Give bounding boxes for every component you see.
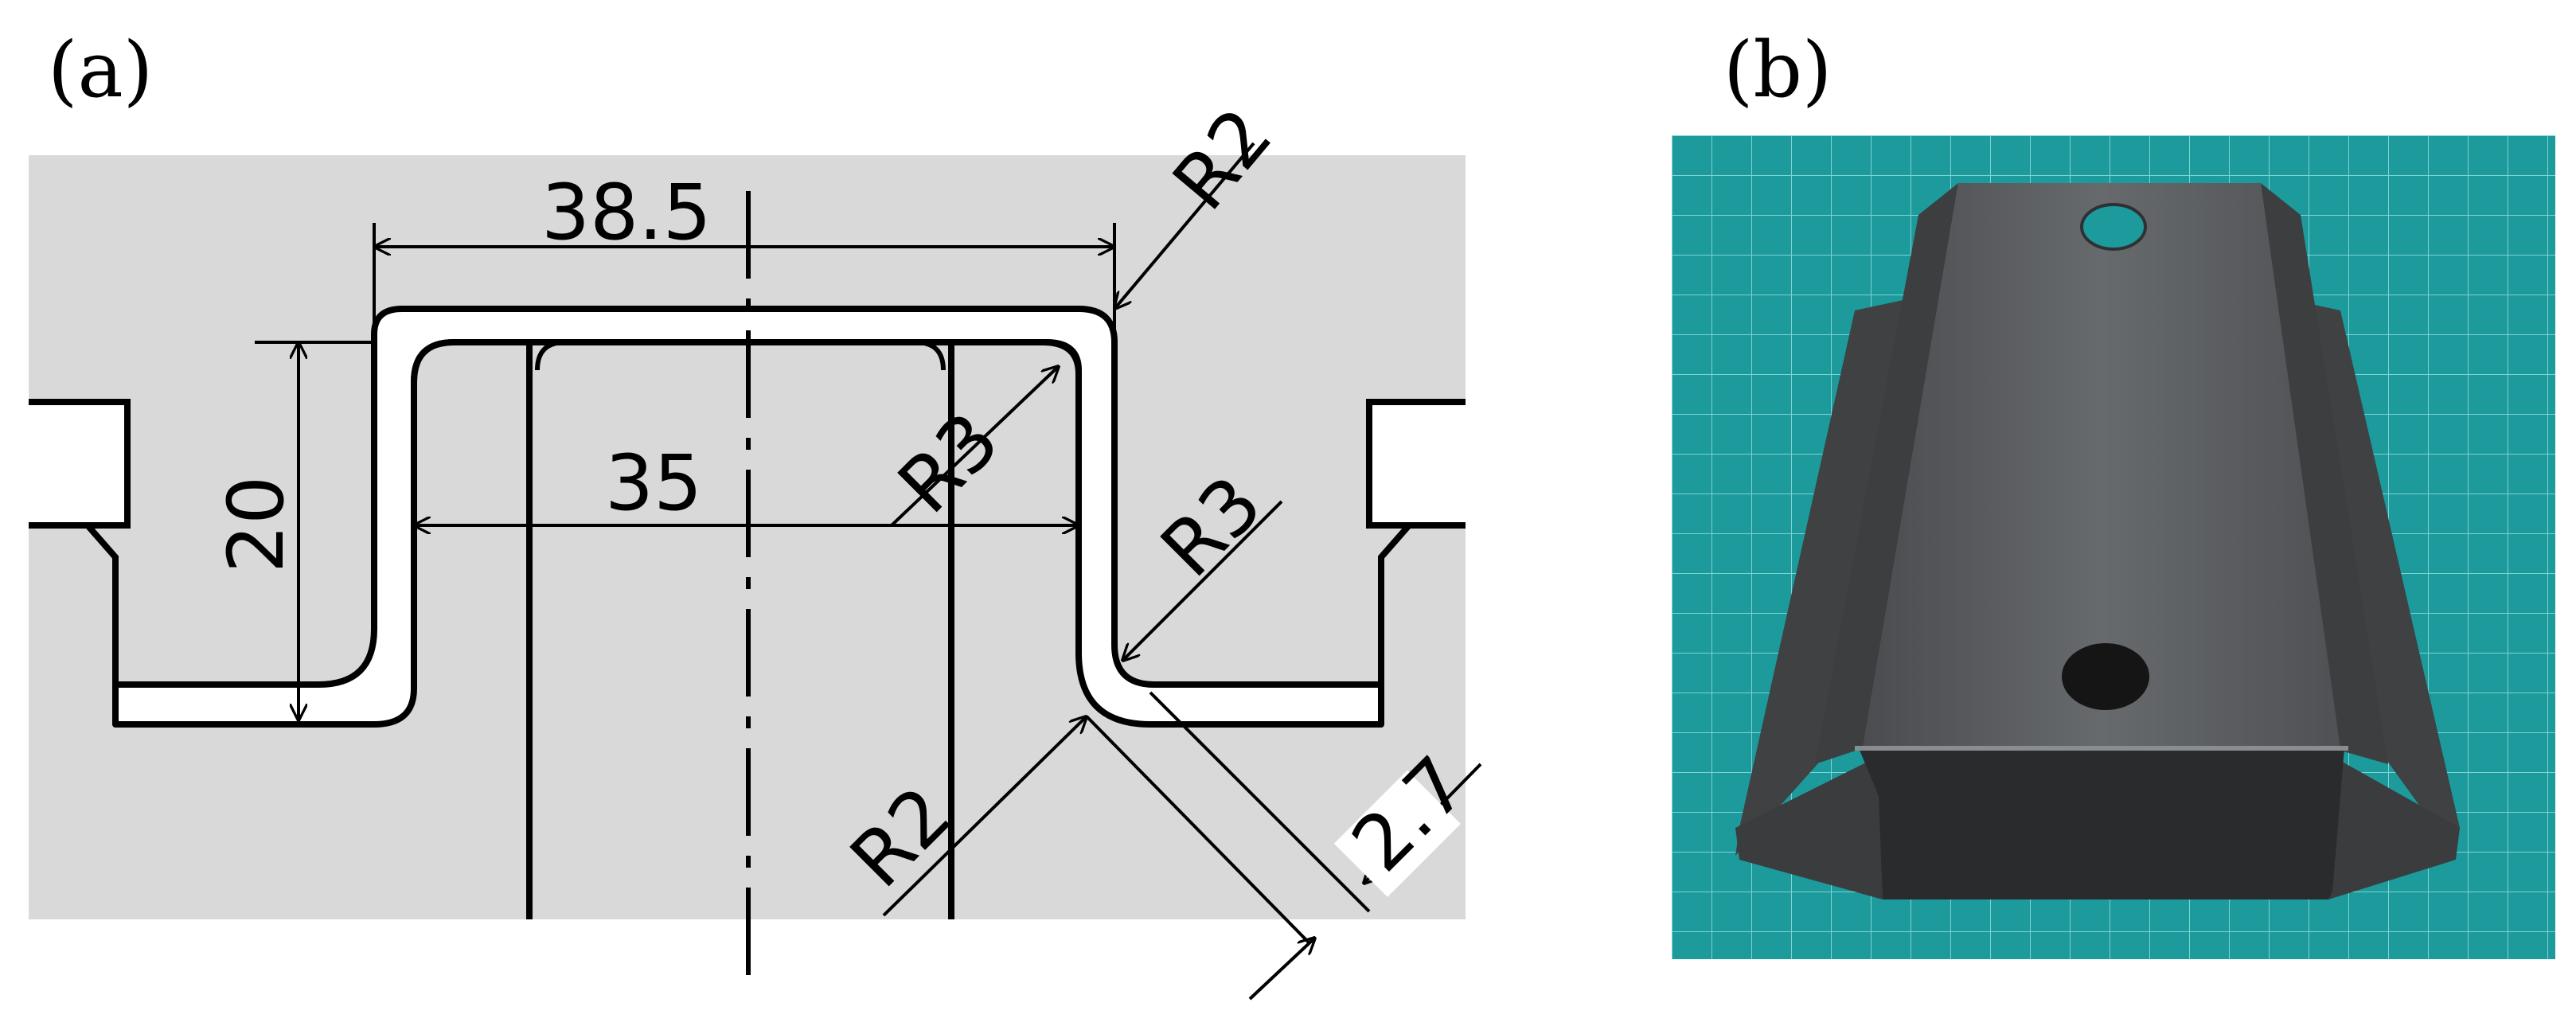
die-outline-right <box>1366 399 1466 685</box>
flange-left-base <box>1735 756 1883 899</box>
extension-line-thickness-1 <box>1085 715 1311 945</box>
panel-a-label: (a) <box>48 25 154 115</box>
punch-shoulder <box>535 340 946 371</box>
dim-label-20: 20 <box>212 476 301 573</box>
punch-inner <box>526 342 954 398</box>
channel-cross-section-drawing: 38.5 35 20 R2 R3 R3 R2 2.7 <box>29 92 1484 1001</box>
channel-top-face <box>1863 183 2340 748</box>
hole-bottom <box>2062 643 2149 710</box>
blank-holder-right <box>1369 402 1466 525</box>
thickness-label-box <box>1333 770 1461 897</box>
extension-line-thickness-2 <box>1149 691 1371 913</box>
leader-r2-bottom <box>882 716 1087 917</box>
punch-outline <box>411 339 1082 919</box>
leader-r3-top <box>890 366 1059 527</box>
dim-label-38-5: 38.5 <box>541 168 712 257</box>
flange-right-base <box>2328 756 2460 899</box>
dim-label-35: 35 <box>605 439 702 528</box>
leader-r2-top <box>1114 142 1255 309</box>
blank-holder-left <box>29 402 127 525</box>
panel-b-label: (b) <box>1723 25 1832 115</box>
flange-left <box>1735 298 1911 856</box>
channel-wall-left <box>1815 183 1958 764</box>
hole-top <box>2080 203 2147 251</box>
dimension-line-2-7-a <box>1248 938 1315 1001</box>
channel-wall-right <box>2261 183 2388 764</box>
die-outline-left <box>29 399 131 685</box>
channel-opening <box>1859 748 2344 899</box>
leader-r3-bottom <box>1122 500 1283 661</box>
formed-part-photo <box>1672 135 2555 959</box>
